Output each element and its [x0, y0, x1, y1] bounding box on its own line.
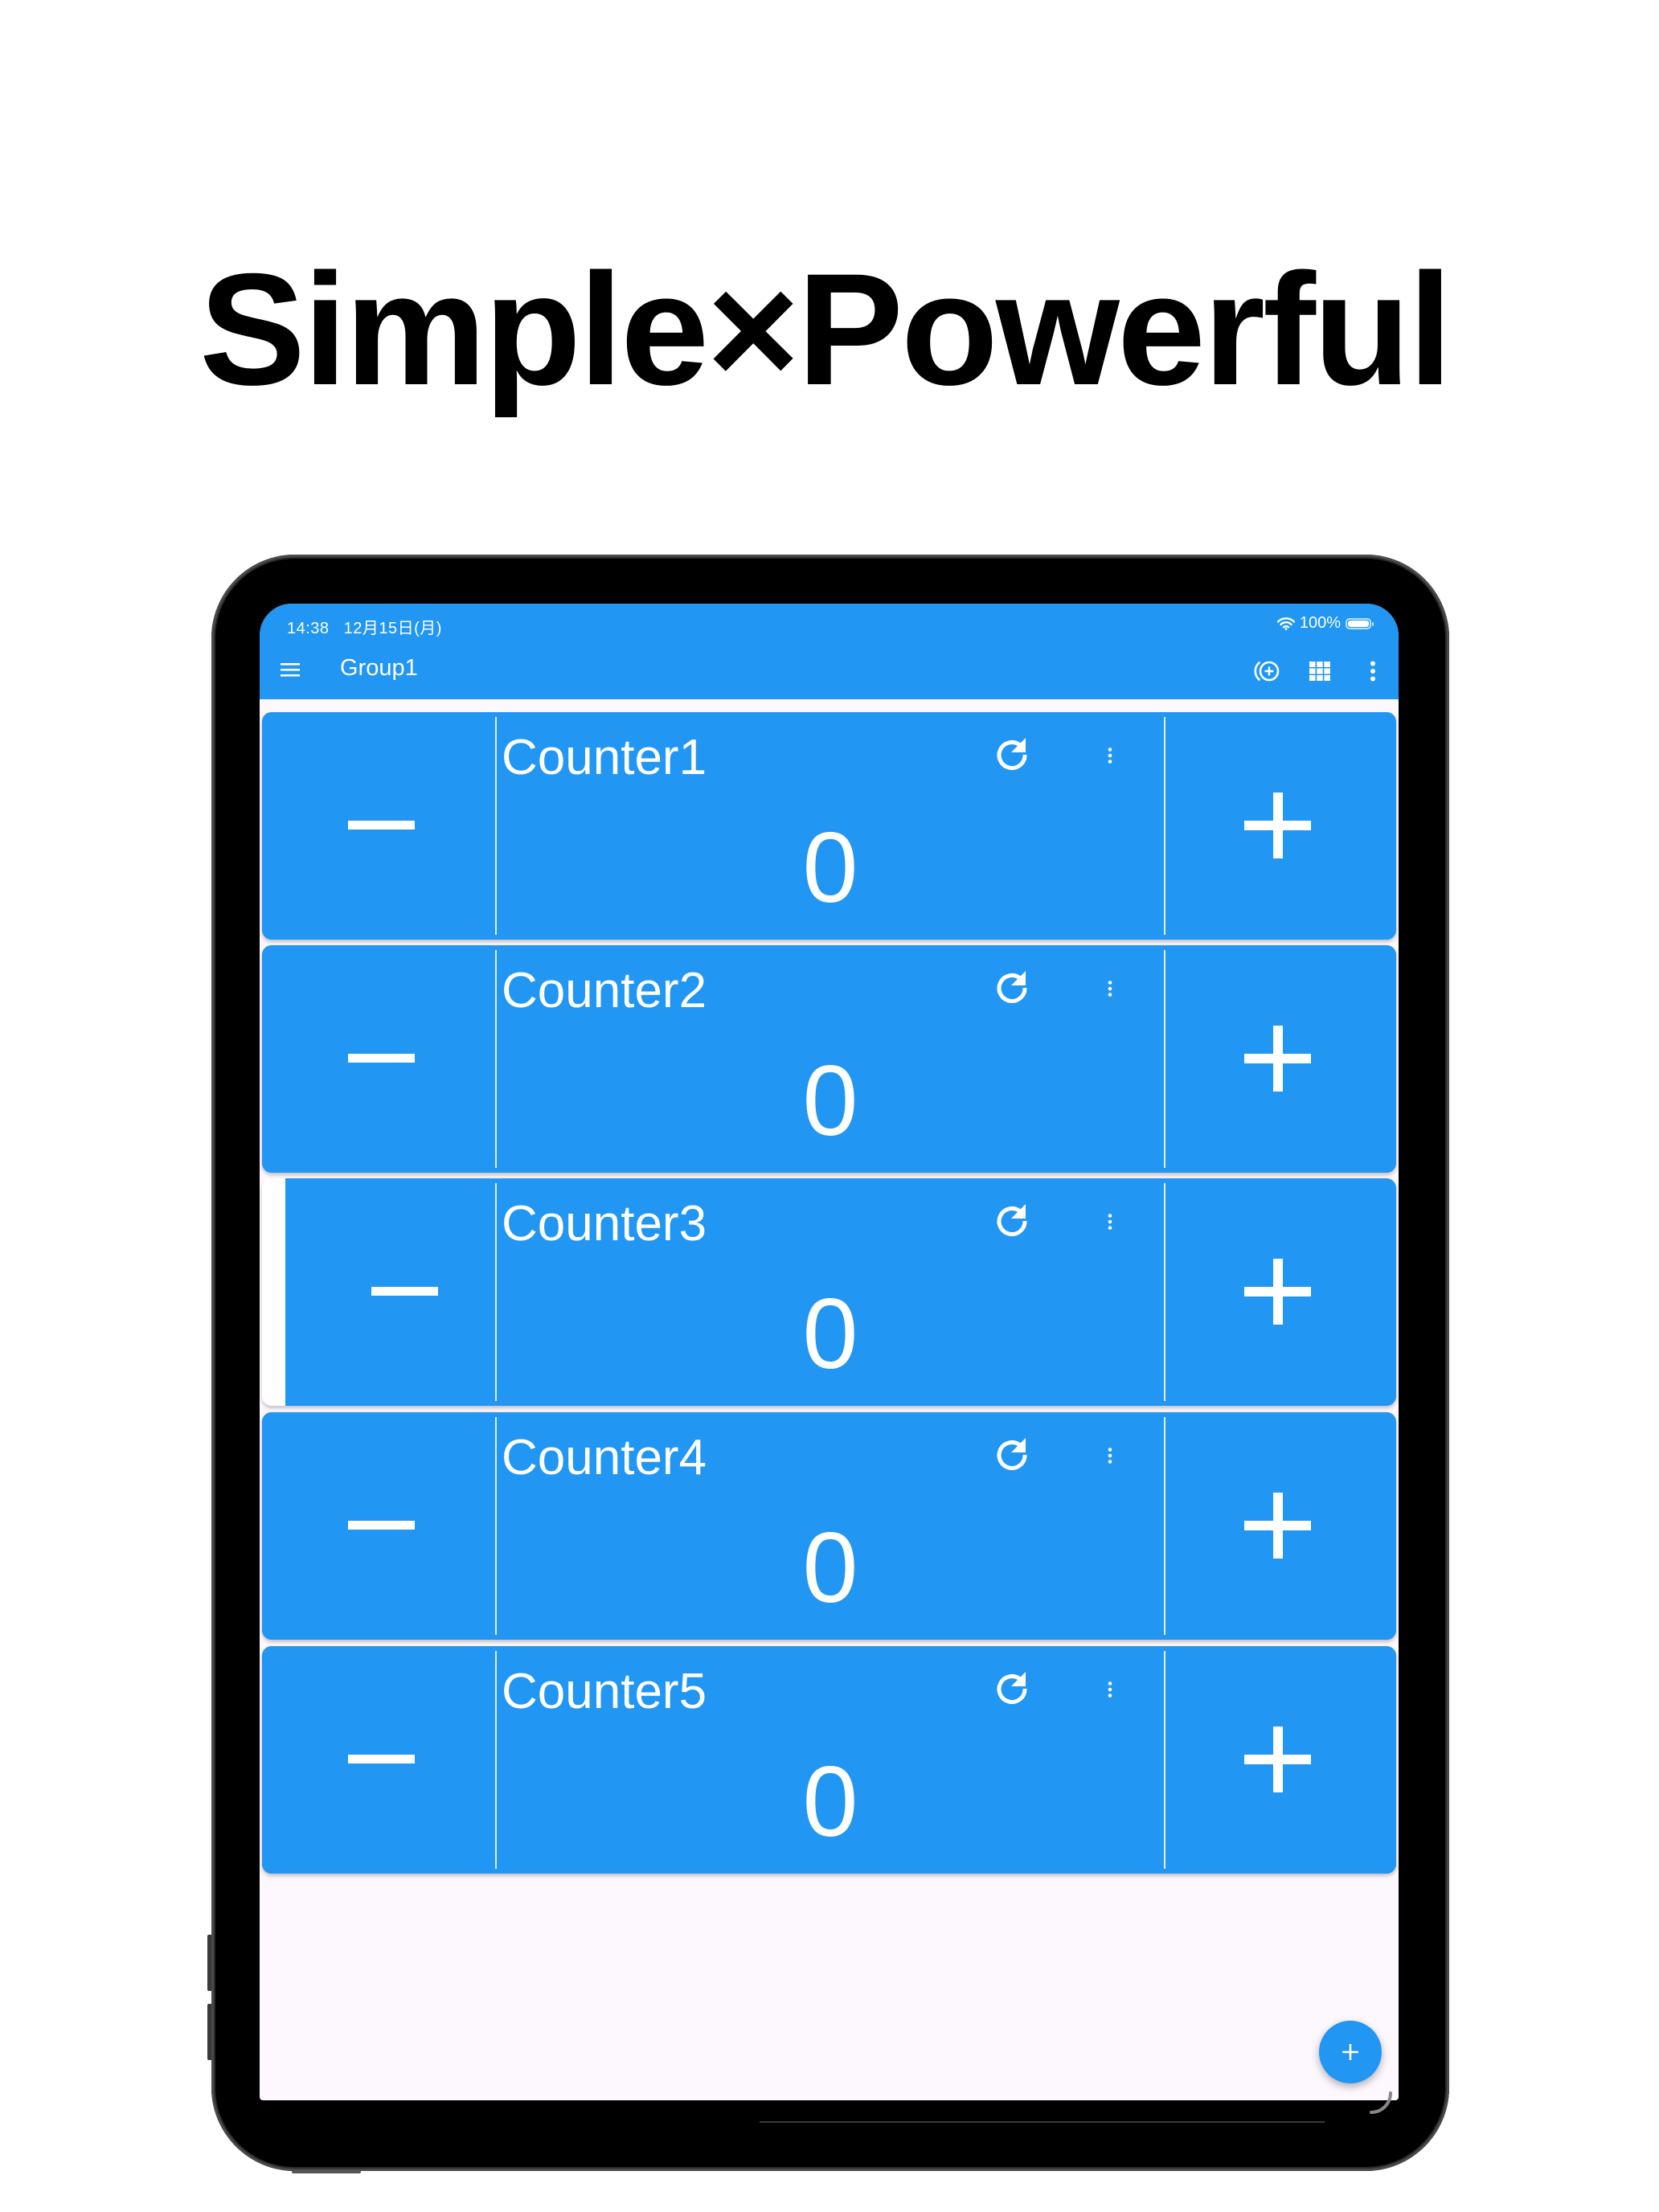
more-options-button[interactable] [1358, 657, 1387, 686]
reset-button[interactable] [989, 1199, 1034, 1244]
minus-icon [348, 821, 415, 830]
counter-card: Counter1 0 [262, 712, 1396, 940]
kebab-menu-icon [1108, 748, 1112, 764]
kebab-menu-icon [1108, 1214, 1112, 1230]
wifi-icon [1276, 616, 1295, 630]
decrement-button[interactable] [262, 945, 495, 1173]
divider [495, 717, 497, 935]
reset-button[interactable] [989, 966, 1034, 1011]
counter-value: 0 [802, 1747, 858, 1858]
app-title: Group1 [340, 655, 418, 681]
tablet-bottom-edge [292, 2170, 361, 2173]
increment-button[interactable] [1165, 1646, 1396, 1874]
grid-icon [1309, 662, 1330, 681]
headline: Simple×Powerful [199, 240, 1452, 418]
decrement-button[interactable] [262, 712, 495, 940]
add-circle-icon [1254, 661, 1280, 682]
minus-icon [348, 1755, 415, 1763]
divider [495, 1651, 497, 1869]
counter-menu-button[interactable] [1098, 1436, 1122, 1475]
screen-corner-arc [1370, 2091, 1392, 2114]
counter-card: Counter2 0 [262, 945, 1396, 1173]
divider [1164, 717, 1165, 935]
divider [1164, 1417, 1165, 1635]
divider [495, 1417, 497, 1635]
grid-view-button[interactable] [1305, 657, 1334, 686]
kebab-menu-icon [1108, 1682, 1112, 1698]
add-counter-circle-button[interactable] [1252, 657, 1281, 686]
reset-button[interactable] [989, 1433, 1034, 1478]
divider [1164, 1183, 1165, 1401]
status-date: 12月15日(月) [343, 620, 442, 637]
counter-card-swiped[interactable]: Counter3 0 [262, 1178, 1396, 1406]
plus-icon-vertical [1273, 1493, 1283, 1559]
decrement-button[interactable] [262, 1646, 495, 1874]
hamburger-menu-button[interactable] [281, 660, 300, 679]
plus-icon-vertical [1273, 1026, 1283, 1092]
status-bar-left: 14:38 12月15日(月) [287, 615, 452, 638]
plus-icon [1342, 2044, 1358, 2060]
hamburger-menu-icon [281, 663, 300, 677]
minus-icon [348, 1521, 415, 1530]
refresh-icon [997, 1438, 1027, 1470]
plus-icon-vertical [1273, 1727, 1283, 1792]
divider [495, 1183, 497, 1401]
refresh-icon [997, 1672, 1027, 1704]
kebab-menu-icon [1108, 981, 1112, 997]
minus-icon [348, 1054, 415, 1063]
counter-menu-button[interactable] [1098, 1202, 1122, 1241]
minus-icon [371, 1287, 438, 1296]
battery-icon [1346, 617, 1374, 629]
counter-menu-button[interactable] [1098, 1670, 1122, 1709]
app-screen: 14:38 12月15日(月) 100% Group1 [260, 604, 1399, 2100]
counter-value: 0 [802, 1279, 858, 1390]
home-indicator [760, 2121, 1325, 2123]
counter-label[interactable]: Counter2 [502, 963, 707, 1018]
counter-value: 0 [802, 813, 858, 924]
increment-button[interactable] [1165, 712, 1396, 940]
app-bar: 14:38 12月15日(月) 100% Group1 [260, 604, 1399, 699]
counter-label[interactable]: Counter4 [502, 1430, 707, 1485]
increment-button[interactable] [1165, 1412, 1396, 1640]
counter-card: Counter4 0 [262, 1412, 1396, 1640]
status-bar-right: 100% [1276, 614, 1374, 633]
kebab-menu-icon [1108, 1448, 1112, 1464]
divider [1164, 1651, 1165, 1869]
refresh-icon [997, 738, 1027, 770]
volume-up-button [207, 1935, 212, 1991]
decrement-button[interactable] [262, 1412, 495, 1640]
volume-down-button [207, 2004, 212, 2060]
counter-label[interactable]: Counter5 [502, 1664, 707, 1719]
plus-icon-vertical [1273, 793, 1283, 858]
decrement-button[interactable] [262, 1178, 518, 1406]
counter-menu-button[interactable] [1098, 969, 1122, 1008]
counter-card: Counter5 0 [262, 1646, 1396, 1874]
refresh-icon [997, 971, 1027, 1003]
plus-icon-vertical [1273, 1259, 1283, 1325]
status-time: 14:38 [287, 620, 330, 637]
battery-percent: 100% [1299, 614, 1341, 632]
kebab-menu-icon [1370, 661, 1375, 682]
counter-value: 0 [802, 1513, 858, 1624]
divider [495, 950, 497, 1168]
refresh-icon [997, 1204, 1027, 1236]
counter-label[interactable]: Counter1 [502, 730, 707, 785]
increment-button[interactable] [1165, 1178, 1396, 1406]
reset-button[interactable] [989, 733, 1034, 778]
reset-button[interactable] [989, 1667, 1034, 1712]
counter-label[interactable]: Counter3 [502, 1196, 707, 1251]
counter-menu-button[interactable] [1098, 736, 1122, 775]
increment-button[interactable] [1165, 945, 1396, 1173]
counter-value: 0 [802, 1046, 858, 1157]
divider [1164, 950, 1165, 1168]
add-counter-fab[interactable] [1319, 2021, 1382, 2083]
